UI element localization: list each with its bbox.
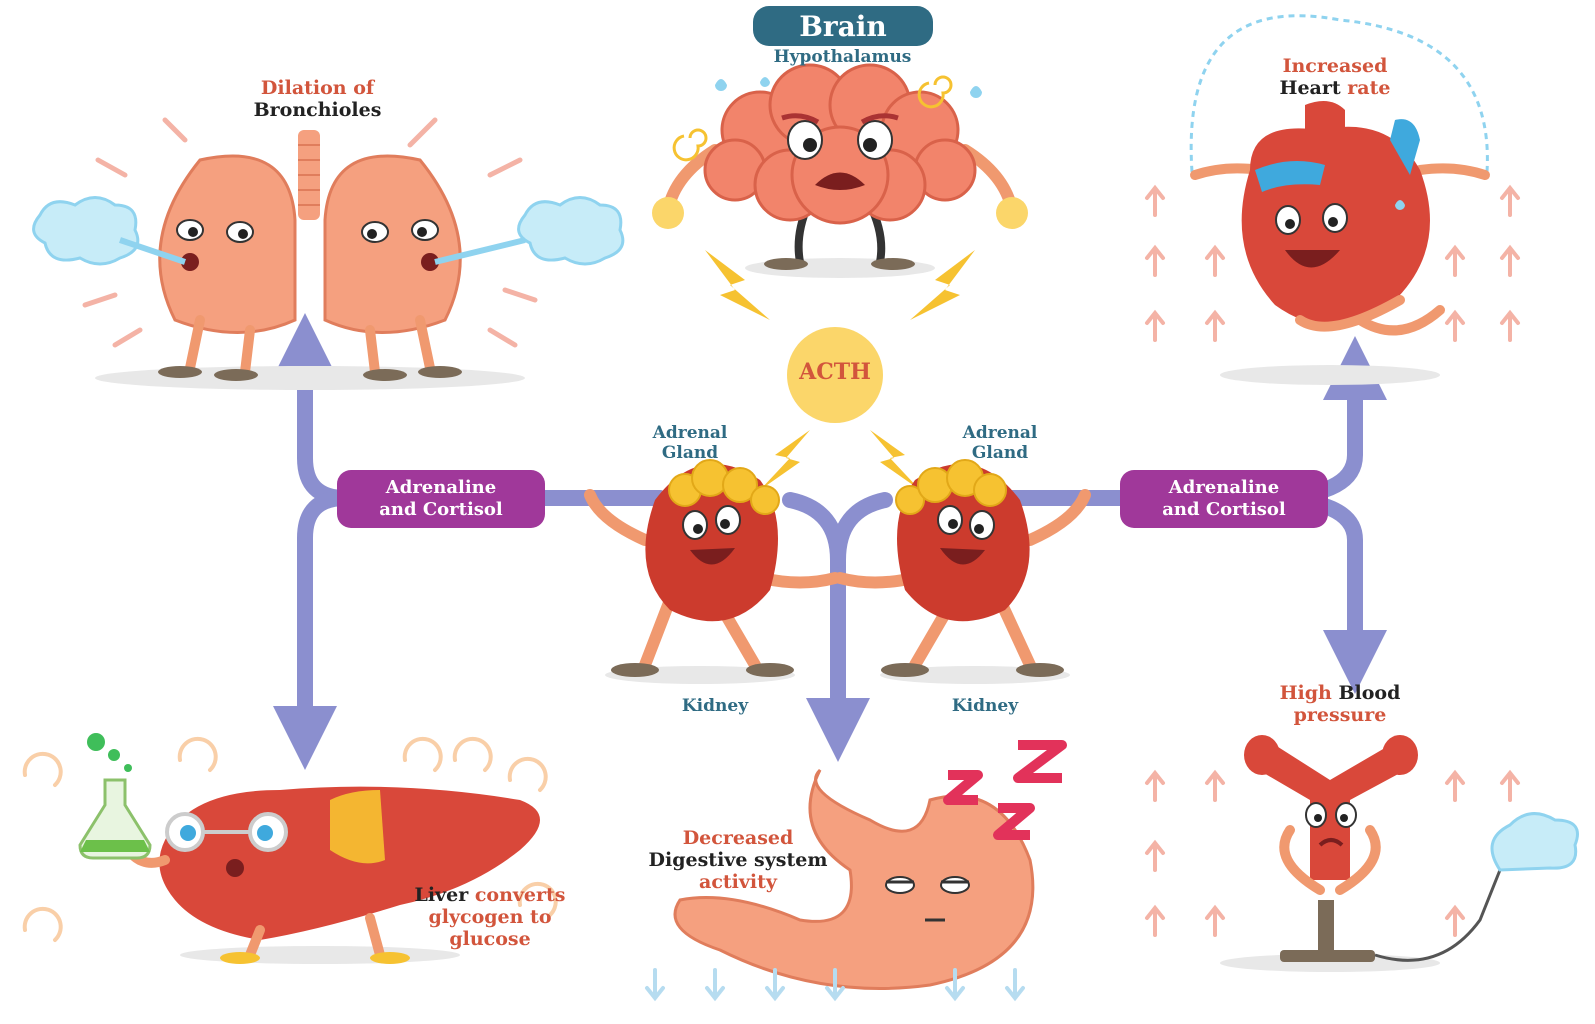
digestion-label: Decreased Digestive system activity [608, 828, 868, 894]
blood-vessel-character [1147, 735, 1578, 972]
lightning-acth-adrenal [760, 430, 920, 490]
arrow-to-liver [305, 498, 345, 738]
arrow-to-stomach [790, 500, 838, 730]
liver-label: Liver converts glycogen to glucose [385, 885, 595, 951]
kidney-left-label: Kidney [655, 697, 775, 717]
blood-pressure-label: High Blood pressure [1245, 683, 1435, 727]
hypothalamus-label: Hypothalamus [730, 48, 955, 68]
kidney-right-label: Kidney [925, 697, 1045, 717]
brain-character [652, 65, 1028, 278]
acth-label: ACTH [785, 360, 885, 385]
lungs-label: Dilation of Bronchioles [205, 78, 430, 122]
heart-label: Increased Heart rate [1240, 56, 1430, 100]
zzz-large [1018, 745, 1062, 778]
zzz-medium [948, 775, 978, 800]
lungs-character [34, 120, 623, 390]
brain-title: Brain [753, 6, 933, 46]
